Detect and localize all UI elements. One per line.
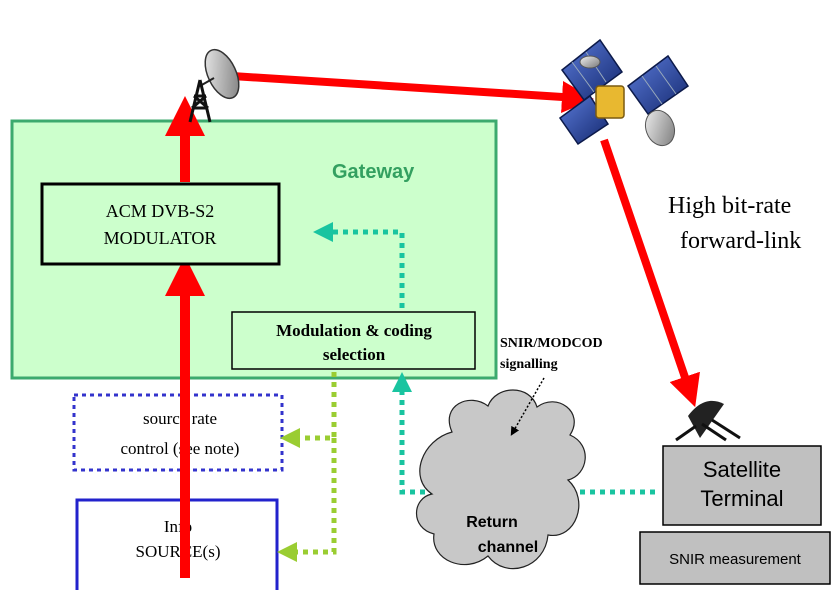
gateway-label: Gateway xyxy=(332,161,415,183)
modulator-box: ACM DVB-S2 MODULATOR xyxy=(40,182,281,266)
modcod-selection-box: Modulation & coding selection xyxy=(231,311,476,370)
signalling-line2: signalling xyxy=(500,357,558,372)
return-channel-cloud: Return channel xyxy=(416,389,586,570)
signalling-line1: SNIR/MODCOD xyxy=(500,336,603,351)
return-channel-line2: channel xyxy=(478,539,538,556)
snir-measurement-box: SNIR measurement xyxy=(639,531,831,585)
terminal-line2: Terminal xyxy=(700,486,783,511)
modulator-line1: ACM DVB-S2 xyxy=(106,201,215,221)
gateway-antenna-icon xyxy=(188,48,240,123)
modcod-line2: selection xyxy=(323,345,386,364)
modulator-line2: MODULATOR xyxy=(104,228,217,248)
info-source-line2: SOURCE(s) xyxy=(135,542,220,561)
arrow-selection-to-source-rate xyxy=(280,372,337,448)
info-source-box: Info SOURCE(s) xyxy=(75,498,279,590)
forward-link-line2: forward-link xyxy=(680,228,801,254)
terminal-line1: Satellite xyxy=(703,457,781,482)
forward-link-line1: High bit-rate xyxy=(668,193,791,219)
arrow-selection-to-info-source xyxy=(277,438,337,562)
snir-label: SNIR measurement xyxy=(669,551,802,568)
arrow-satellite-to-terminal xyxy=(600,138,700,408)
satellite-icon xyxy=(558,38,690,147)
terminal-dish-icon xyxy=(675,400,741,442)
modcod-line1: Modulation & coding xyxy=(276,321,432,340)
satellite-terminal: Satellite Terminal xyxy=(662,445,822,526)
source-rate-control-box: source rate control (see note) xyxy=(72,393,284,472)
return-channel-line1: Return xyxy=(466,514,518,531)
arrow-gateway-to-satellite xyxy=(231,72,594,113)
